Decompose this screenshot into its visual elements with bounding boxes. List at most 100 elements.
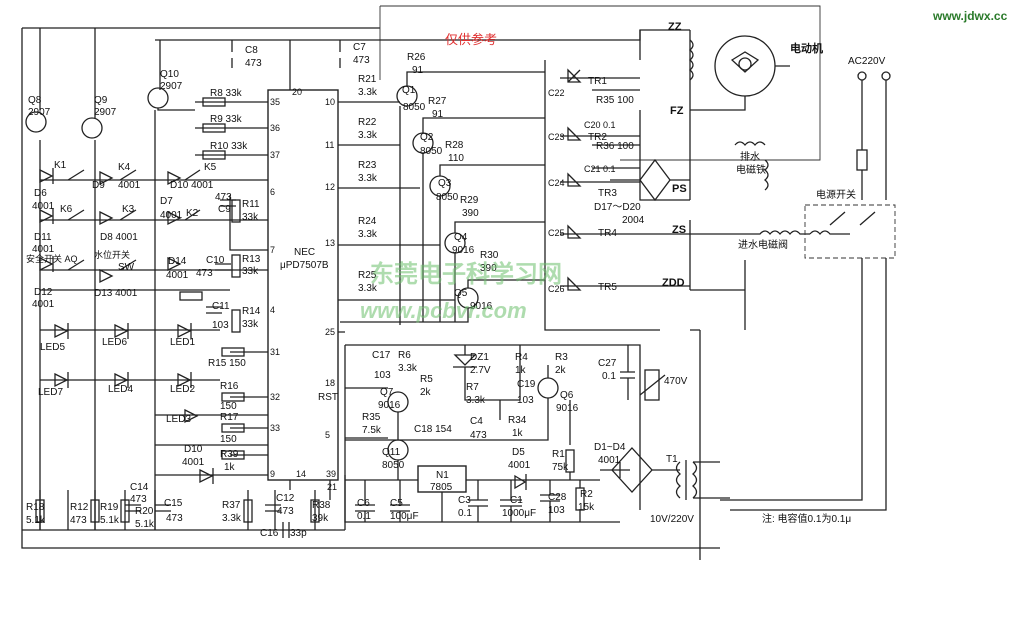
- diode-label: 4001: [118, 180, 141, 191]
- resistor-label: R11: [242, 199, 260, 210]
- ic-rst-label: RST: [318, 392, 338, 403]
- led-label: LED1: [170, 337, 195, 348]
- capacitor-label: 473: [470, 430, 487, 441]
- capacitor-label: 103: [548, 505, 565, 516]
- site-label: www.jdwx.cc: [932, 9, 1008, 23]
- resistor-label: 3.3k: [358, 229, 378, 240]
- capacitor-label: C9: [218, 204, 231, 215]
- resistor-label: 2k: [555, 365, 567, 376]
- resistor-label: R29: [460, 195, 479, 206]
- transistor-label: Q10: [160, 69, 179, 80]
- ic-pin: 37: [270, 150, 280, 160]
- resistor-label: 110: [448, 153, 464, 164]
- capacitor-label: 103: [212, 320, 229, 331]
- resistor-label: 5.1k: [26, 515, 46, 526]
- capacitor-label: C16: [260, 528, 279, 539]
- switch-label: 水位开关: [94, 249, 130, 260]
- transistor-label: Q1: [402, 85, 416, 96]
- transistor-label: Q2: [420, 132, 434, 143]
- diode-label: 4001: [182, 457, 205, 468]
- transistor-label: Q6: [560, 390, 574, 401]
- switch-label: K3: [122, 204, 135, 215]
- capacitor-label: 103: [517, 395, 534, 406]
- resistor-label: R2: [580, 489, 593, 500]
- resistor-label: 3.3k: [466, 395, 486, 406]
- resistor-label: 3.3k: [222, 513, 242, 524]
- diode-label: D9: [92, 180, 105, 191]
- transistor-label: 8050: [382, 460, 405, 471]
- capacitor-label: 473: [245, 58, 262, 69]
- capacitor-label: C20 0.1: [584, 120, 616, 130]
- capacitor-label: C1: [510, 495, 523, 506]
- diode-label: 2.7V: [470, 365, 491, 376]
- ic-pin: 13: [325, 238, 335, 248]
- switch-label: SW: [118, 262, 135, 273]
- zs-label: ZS: [672, 224, 686, 236]
- resistor-label: R14: [242, 306, 261, 317]
- varistor-label: 470V: [664, 376, 688, 387]
- triac-label: TR5: [598, 282, 617, 293]
- resistor-label: R19: [100, 502, 119, 513]
- diode-label: D6: [34, 188, 47, 199]
- motor-label: 电动机: [790, 41, 823, 55]
- ic-name-line1: NEC: [294, 247, 315, 258]
- transformer-rating: 10V/220V: [650, 514, 694, 525]
- resistor-label: R34: [508, 415, 527, 426]
- capacitor-label: 1000μF: [502, 508, 536, 519]
- capacitor-label: C17: [372, 350, 391, 361]
- resistor-label: R4: [515, 352, 528, 363]
- resistor-label: R23: [358, 160, 377, 171]
- ic-pin: 32: [270, 392, 280, 402]
- capacitor-label: 0.1: [357, 511, 371, 522]
- capacitor-label: 100μF: [390, 511, 419, 522]
- ic-pin: 5: [325, 430, 330, 440]
- switch-label: K2: [186, 208, 199, 219]
- resistor-label: 3.3k: [358, 87, 378, 98]
- led-label: LED7: [38, 387, 63, 398]
- reference-note: 仅供参考: [445, 32, 497, 47]
- diode-label: 4001: [166, 270, 189, 281]
- capacitor-label: C28: [548, 492, 567, 503]
- resistor-label: 2k: [420, 387, 432, 398]
- resistor-label: 3.3k: [358, 130, 378, 141]
- resistor-label: R16: [220, 381, 239, 392]
- triac-label: TR4: [598, 228, 617, 239]
- diode-label: D13 4001: [94, 288, 138, 299]
- resistor-label: R36 100: [596, 141, 634, 152]
- watermark-line1: 东莞电子科学习网: [370, 260, 562, 288]
- transistor-label: 8050: [420, 146, 443, 157]
- zz-label: ZZ: [668, 21, 682, 33]
- zdd-label: ZDD: [662, 277, 685, 289]
- ic-pin: 11: [325, 140, 334, 150]
- diode-label: 4001: [32, 201, 55, 212]
- diode-label: D5: [512, 447, 525, 458]
- resistor-label: R38: [312, 500, 331, 511]
- ic-pin: 31: [270, 347, 280, 357]
- resistor-label: R27: [428, 96, 447, 107]
- capacitor-label: 473: [353, 55, 370, 66]
- resistor-label: 1k: [515, 365, 527, 376]
- led-label: LED4: [108, 384, 133, 395]
- transistor-label: Q11: [382, 447, 401, 458]
- switch-label: K4: [118, 162, 131, 173]
- resistor-label: R24: [358, 216, 377, 227]
- diode-label: D7: [160, 196, 173, 207]
- resistor-label: 33k: [242, 266, 259, 277]
- capacitor-label: C21 0.1: [584, 164, 616, 174]
- transistor-label: Q7: [380, 387, 394, 398]
- resistor-label: R9 33k: [210, 114, 243, 125]
- capacitor-label: 473: [166, 513, 183, 524]
- resistor-label: R37: [222, 500, 241, 511]
- resistor-label: R8 33k: [210, 88, 243, 99]
- resistor-label: R17: [220, 412, 239, 423]
- diode-label: D10: [184, 444, 203, 455]
- triac-label: TR1: [588, 76, 607, 87]
- capacitor-label: C26: [548, 284, 565, 294]
- capacitor-label: C3: [458, 495, 471, 506]
- transistor-label: Q3: [438, 178, 452, 189]
- resistor-label: 91: [432, 109, 444, 120]
- capacitor-label: 0.1: [602, 371, 616, 382]
- transistor-label: 9016: [378, 400, 401, 411]
- resistor-label: 91: [412, 65, 424, 76]
